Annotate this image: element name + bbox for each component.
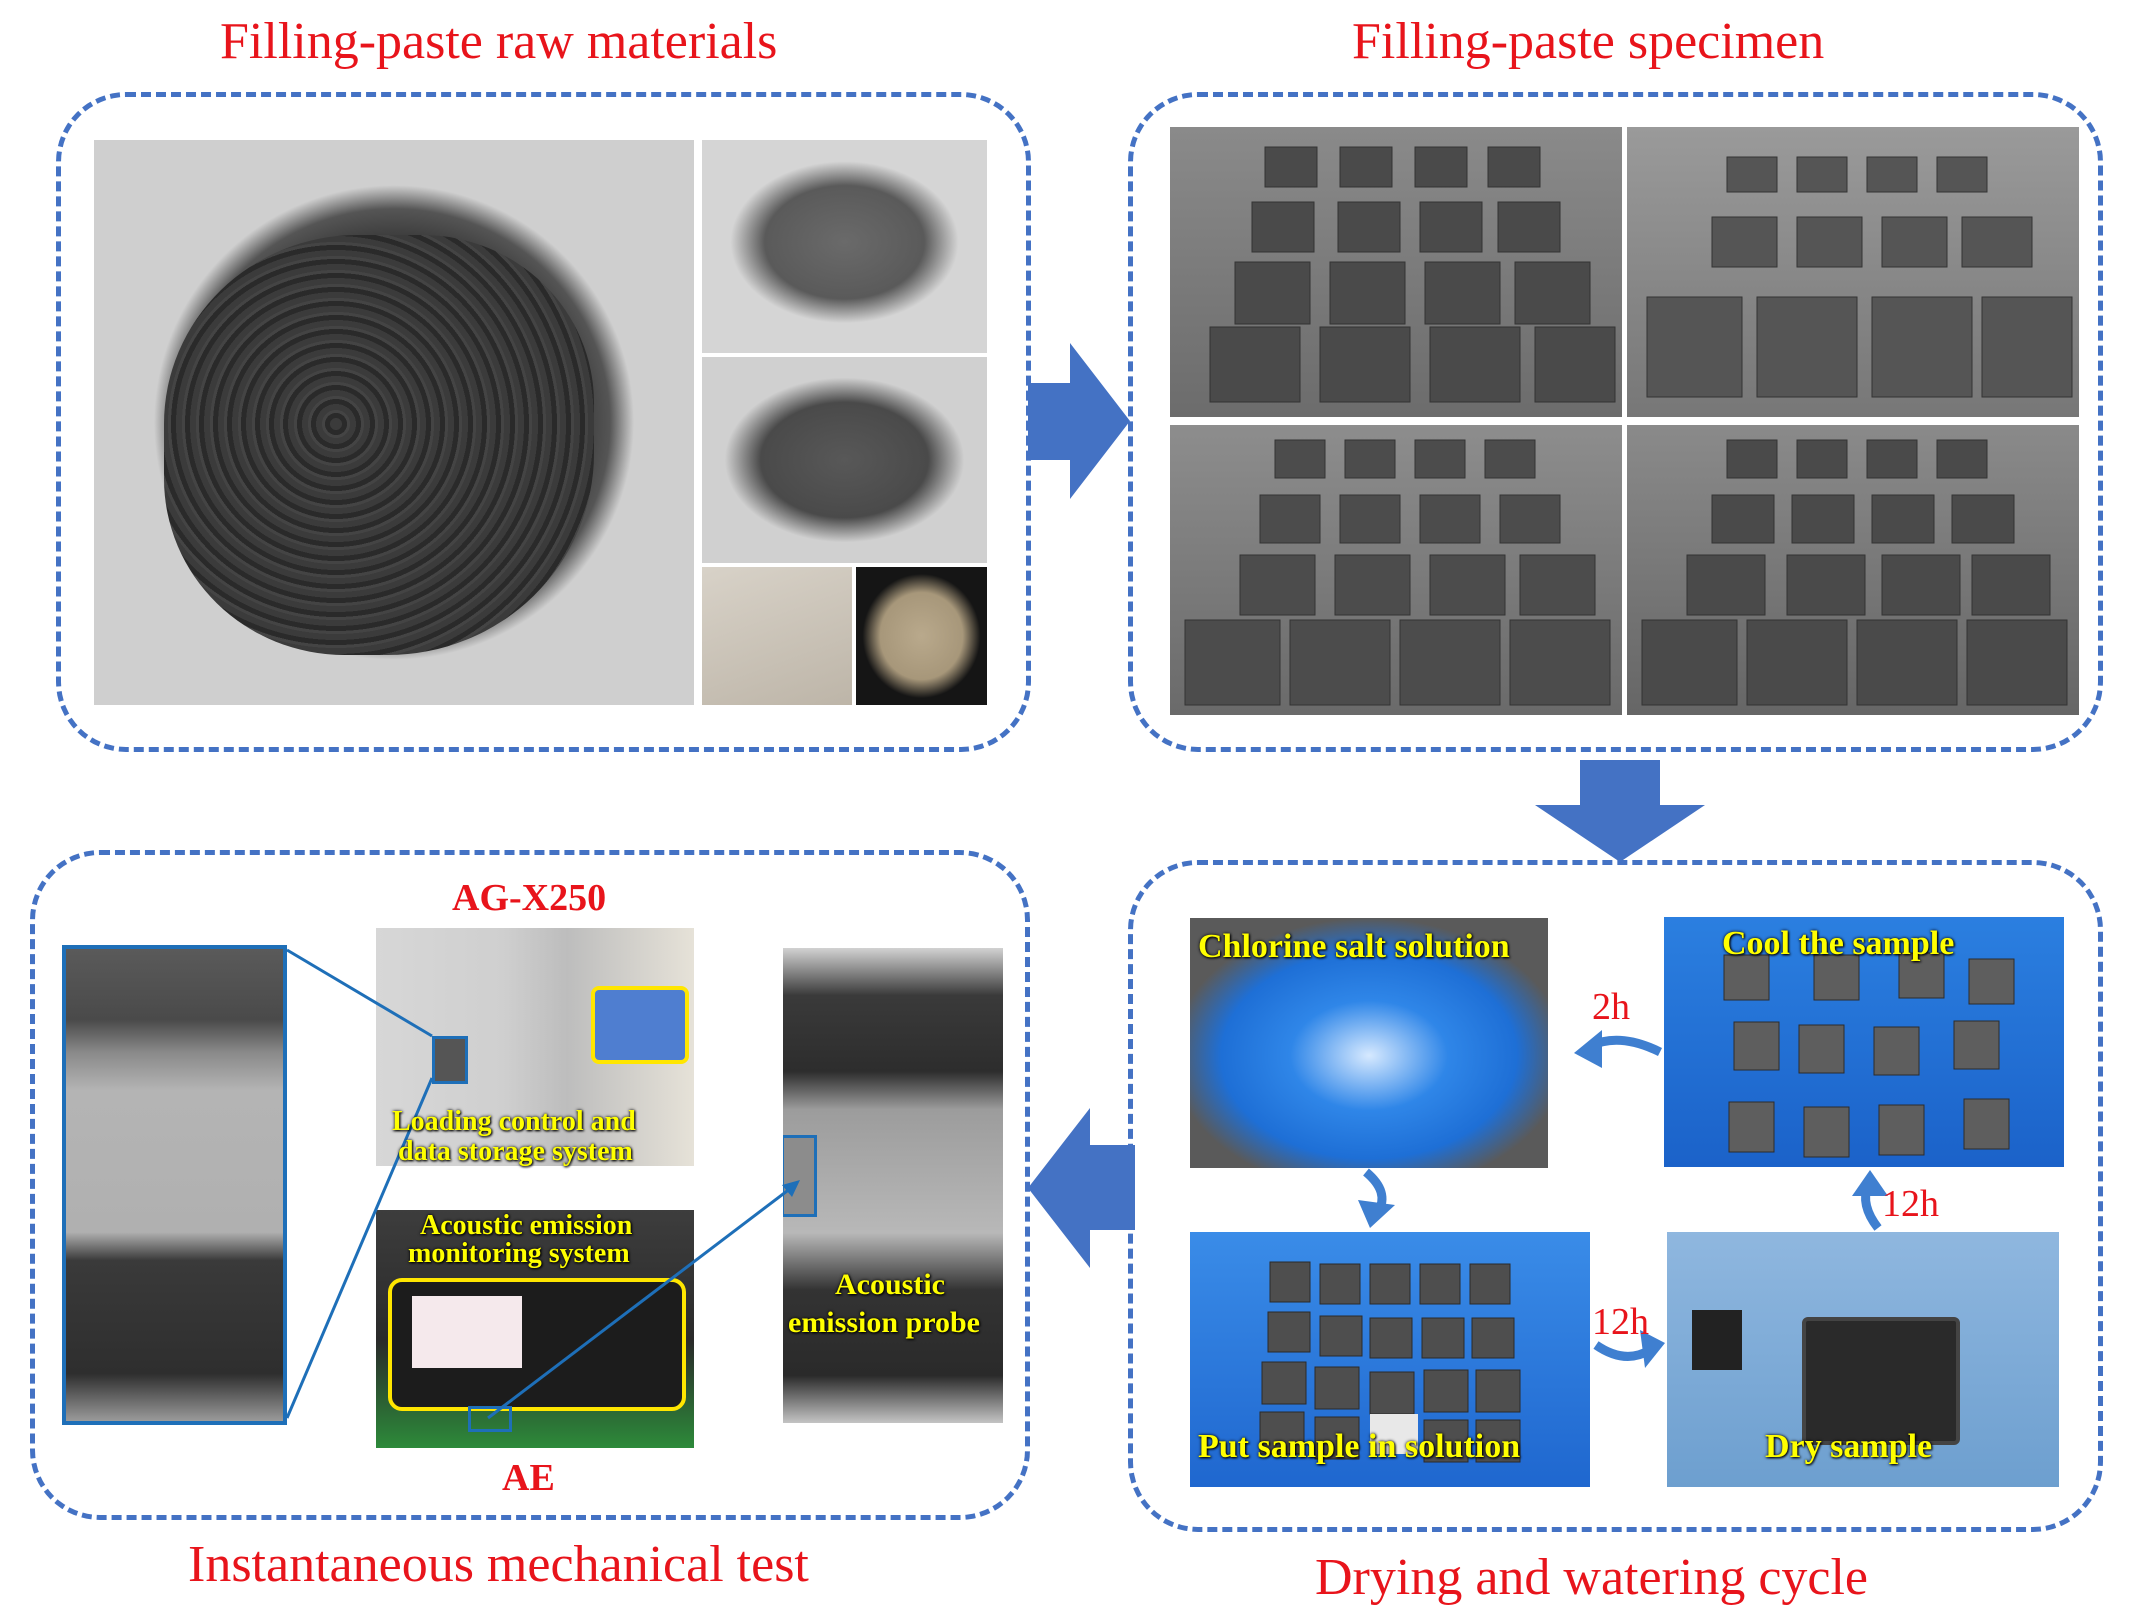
coal-gangue-bag-photo: [94, 140, 694, 705]
ae-system-label-line1: Acoustic emission: [420, 1210, 633, 1241]
loading-control-label-line2: data storage system: [398, 1136, 633, 1167]
cool-sample-label: Cool the sample: [1722, 925, 1955, 962]
specimen-highlight: [432, 1036, 468, 1084]
chlorine-solution-label: Chlorine salt solution: [1198, 928, 1510, 965]
left-process-arrow: [1028, 1108, 1135, 1268]
specimen-cubes-3: [1184, 439, 1611, 706]
acoustic-probe-photo: [783, 948, 1003, 1423]
specimen-cubes-1: [1209, 146, 1616, 403]
arrow-cool-to-chlorine-head: [1574, 1030, 1602, 1068]
cool-sample-cubes: [1723, 952, 2015, 1158]
probe-label-line1: Acoustic: [835, 1268, 945, 1301]
arrow-put-to-dry-head: [1640, 1330, 1665, 1368]
probe-label-line2: emission probe: [788, 1306, 980, 1339]
drying-oven-photo: [1667, 1232, 2059, 1487]
oven-control-panel: [1692, 1310, 1742, 1370]
fly-ash-bag-photo: [702, 140, 987, 353]
duration-2h: 2h: [1592, 986, 1630, 1028]
raw-materials-title: Filling-paste raw materials: [220, 13, 778, 70]
sand-aggregate-photo: [856, 567, 987, 705]
cycle-title: Drying and watering cycle: [1315, 1549, 1869, 1606]
ae-screen-highlight: [388, 1278, 686, 1411]
dry-sample-label: Dry sample: [1765, 1428, 1933, 1465]
connector-ae-to-probe-head: [782, 1180, 800, 1197]
connector-closeup-top: [286, 948, 433, 1038]
ae-system-label-line2: monitoring system: [408, 1238, 630, 1269]
put-sample-label: Put sample in solution: [1198, 1428, 1521, 1465]
arrow-chlorine-to-put-head: [1358, 1200, 1395, 1228]
specimen-title: Filling-paste specimen: [1352, 13, 1825, 70]
duration-12h-right: 12h: [1882, 1183, 1939, 1225]
mechanical-test-title: Instantaneous mechanical test: [188, 1536, 809, 1593]
specimen-closeup-photo: [62, 945, 287, 1425]
connector-closeup-bottom: [285, 1077, 434, 1419]
specimen-photo-1: [1170, 127, 1622, 417]
specimen-cubes-4: [1641, 439, 2068, 706]
mechanical-test-panel: [30, 850, 1030, 1520]
ae-label: AE: [502, 1457, 555, 1499]
arrow-dry-to-cool-head: [1852, 1170, 1888, 1196]
specimen-cubes-2: [1646, 156, 2073, 398]
arrow-put-to-dry: [1593, 1341, 1653, 1361]
down-process-arrow: [1535, 760, 1705, 862]
gangue-powder-bag-photo: [702, 357, 987, 563]
right-process-arrow: [1028, 343, 1130, 499]
cement-powder-photo: [702, 567, 852, 705]
cool-sample-bin-photo: [1664, 917, 2064, 1167]
oven-window: [1802, 1317, 1960, 1445]
ae-monitoring-photo: [376, 1210, 694, 1448]
specimen-photo-4: [1627, 425, 2079, 715]
put-sample-bin-photo: [1190, 1232, 1590, 1487]
chlorine-solution-bin-photo: [1190, 918, 1548, 1168]
connector-ae-to-probe: [487, 1183, 796, 1420]
ae-unit-highlight: [468, 1406, 512, 1432]
ag-x250-label: AG-X250: [452, 877, 607, 919]
specimen-panel: [1128, 92, 2103, 752]
specimen-photo-3: [1170, 425, 1622, 715]
solution-sample-cubes: [1259, 1261, 1521, 1463]
specimen-photo-2: [1627, 127, 2079, 417]
loading-control-label-line1: Loading control and: [392, 1106, 636, 1137]
probe-highlight: [783, 1135, 817, 1217]
monitor-highlight: [591, 986, 689, 1064]
duration-12h-bottom: 12h: [1592, 1301, 1649, 1343]
ag-x250-machine-photo: [376, 928, 694, 1166]
